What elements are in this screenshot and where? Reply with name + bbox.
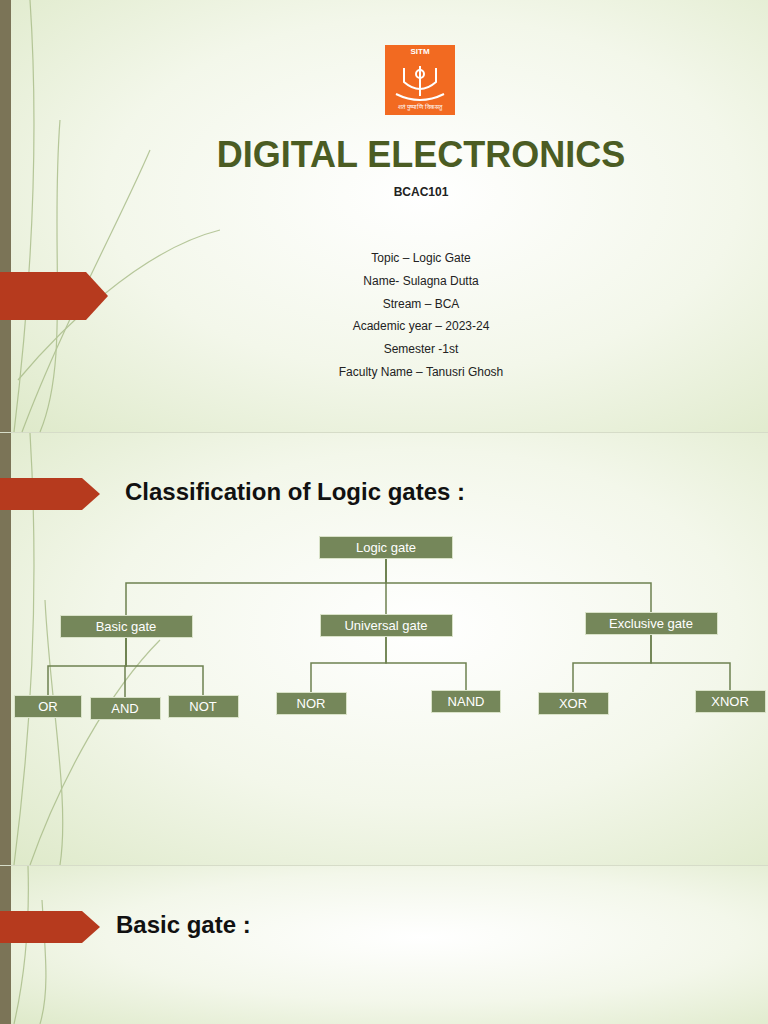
gate-label: NOR [291, 696, 332, 711]
info-line: Topic – Logic Gate [271, 252, 571, 266]
gate-label: Universal gate [338, 618, 433, 633]
slide-ground [0, 0, 768, 432]
tree-connector [651, 635, 730, 690]
info-line: Semester -1st [271, 343, 571, 357]
slide-ground [0, 866, 768, 1024]
slide-heading: Basic gate : [116, 911, 251, 939]
gate-box: Exclusive gate [585, 612, 718, 635]
gate-label: Exclusive gate [603, 616, 699, 631]
slide-divider [0, 432, 768, 433]
slide-heading: Classification of Logic gates : [125, 478, 465, 506]
gate-label: XOR [553, 696, 593, 711]
tree-connector [386, 559, 651, 612]
gate-box: XNOR [695, 690, 766, 713]
info-line: Academic year – 2023-24 [271, 320, 571, 334]
gate-box: Logic gate [319, 536, 453, 559]
tree-connector [126, 559, 386, 615]
tree-connector [48, 638, 126, 695]
side-band [0, 0, 11, 432]
gate-box: NOR [276, 692, 347, 715]
tree-connector [573, 635, 651, 692]
gate-box: AND [90, 697, 161, 720]
slide-ground [0, 433, 768, 865]
decor-curves [14, 0, 220, 1024]
gate-box: Universal gate [320, 614, 453, 637]
title-tab [0, 272, 108, 320]
tree-connector [311, 637, 386, 692]
tree-connector [386, 637, 466, 690]
course-code: BCAC101 [321, 186, 521, 200]
tree-connector [126, 638, 203, 695]
info-line: Faculty Name – Tanusri Ghosh [271, 366, 571, 380]
slide-divider [0, 865, 768, 866]
logo-text: SITM [385, 47, 455, 56]
logo-motto: शतं पुष्पाणि विकसतु [385, 104, 455, 111]
gate-box: Basic gate [60, 615, 193, 638]
gate-box: NAND [431, 690, 501, 713]
gate-label: XNOR [705, 694, 755, 709]
gate-label: AND [105, 701, 144, 716]
side-band [0, 866, 11, 1024]
college-logo [385, 45, 455, 115]
gate-label: OR [32, 699, 64, 714]
gate-box: OR [14, 695, 82, 718]
heading-tab [0, 911, 100, 943]
gate-label: NOT [183, 699, 222, 714]
slide-title: DIGITAL ELECTRONICS [0, 134, 768, 176]
gate-box: NOT [168, 695, 239, 718]
gate-label: NAND [442, 694, 491, 709]
info-line: Name- Sulagna Dutta [271, 275, 571, 289]
gate-box: XOR [538, 692, 609, 715]
heading-tab [0, 478, 100, 510]
gate-label: Basic gate [90, 619, 163, 634]
gate-label: Logic gate [350, 540, 422, 555]
info-line: Stream – BCA [271, 298, 571, 312]
